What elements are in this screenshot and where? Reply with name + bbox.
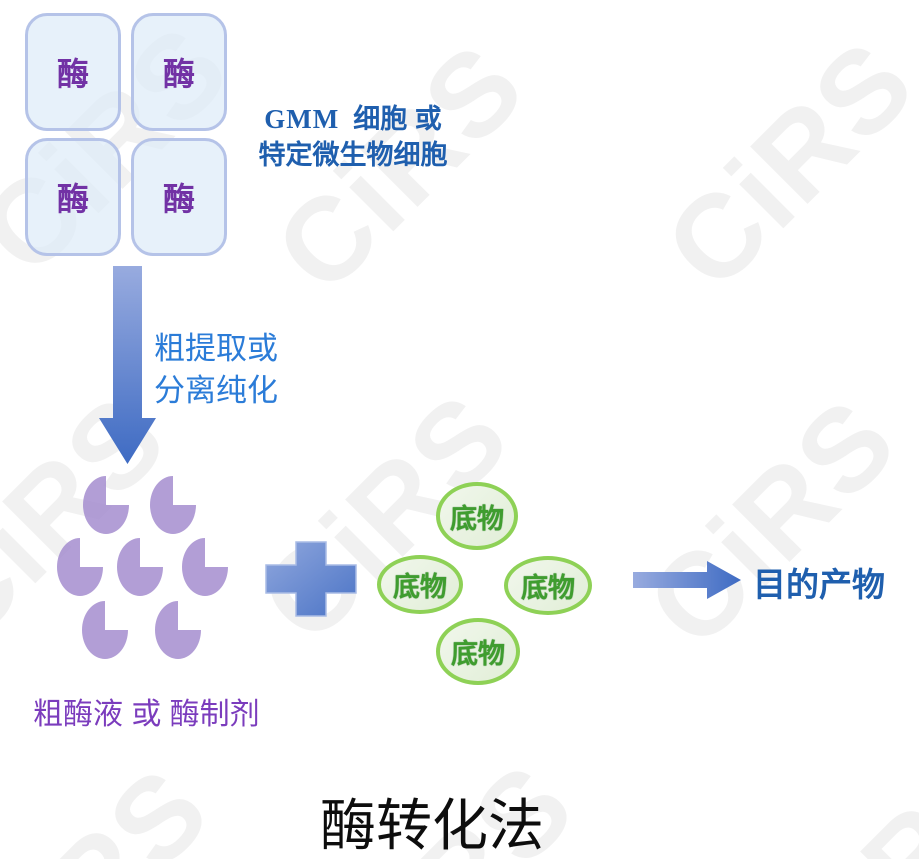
extraction-label: 粗提取或 分离纯化 xyxy=(154,328,278,412)
enzyme-cluster-caption: 粗酶液 或 酶制剂 xyxy=(33,698,260,731)
substrate-label: 底物 xyxy=(450,503,504,534)
down-arrow-icon xyxy=(99,266,156,464)
enzyme-shape-icon xyxy=(57,538,103,596)
substrate-ellipse: 底物 xyxy=(436,618,520,685)
gmm-cells-caption: GMM 细胞 或 特定微生物细胞 xyxy=(228,101,478,173)
enzyme-shape-icon xyxy=(117,538,163,596)
gmm-cell: 酶 xyxy=(25,13,121,131)
substrate-label: 底物 xyxy=(393,572,447,602)
right-arrow-icon xyxy=(633,561,741,599)
diagram-title: 酶转化法 xyxy=(320,796,544,858)
enzyme-shape-icon xyxy=(83,476,129,534)
gmm-cell: 酶 xyxy=(131,13,227,131)
substrate-label: 底物 xyxy=(521,573,575,603)
extraction-line2: 分离纯化 xyxy=(154,373,278,408)
gmm-caption-line2: 特定微生物细胞 xyxy=(258,140,448,170)
substrate-ellipse: 底物 xyxy=(504,556,592,615)
enzyme-label: 酶 xyxy=(56,56,89,92)
enzyme-label: 酶 xyxy=(162,56,195,92)
gmm-cell: 酶 xyxy=(25,138,121,256)
enzyme-shape-icon xyxy=(82,601,128,659)
extraction-line1: 粗提取或 xyxy=(154,331,278,366)
gmm-caption-line1: GMM 细胞 或 xyxy=(228,101,478,137)
substrate-ellipse: 底物 xyxy=(377,555,463,614)
enzyme-shape-icon xyxy=(150,476,196,534)
enzyme-label: 酶 xyxy=(56,181,89,217)
plus-icon xyxy=(265,541,357,617)
gmm-cell: 酶 xyxy=(131,138,227,256)
enzyme-label: 酶 xyxy=(162,181,195,217)
product-label: 目的产物 xyxy=(753,566,885,603)
substrate-label: 底物 xyxy=(451,639,505,669)
gmm-caption-latin: GMM xyxy=(264,104,340,134)
enzyme-shape-icon xyxy=(182,538,228,596)
gmm-caption-line1-rest: 细胞 或 xyxy=(353,104,442,134)
enzyme-shape-icon xyxy=(155,601,201,659)
substrate-ellipse: 底物 xyxy=(436,482,518,550)
